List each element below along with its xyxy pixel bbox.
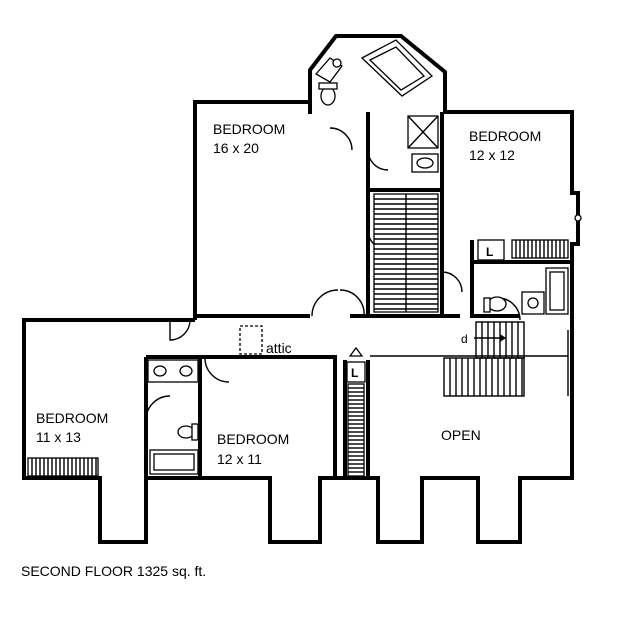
interior-walls [144, 102, 572, 478]
bedroom-ne-name: BEDROOM [469, 128, 541, 144]
closet-shelving [27, 193, 569, 477]
bedroom-w-size: 11 x 13 [36, 429, 81, 445]
stair-down-label: d [461, 332, 468, 346]
master-tub [360, 39, 434, 97]
linen-label-ne: L [486, 245, 493, 259]
floor-caption: SECOND FLOOR 1325 sq. ft. [21, 563, 206, 579]
bedroom-w-name: BEDROOM [36, 410, 108, 426]
attic-hatch [239, 325, 263, 355]
bedroom-s-name: BEDROOM [217, 431, 289, 447]
linen-label-hall: L [351, 366, 358, 380]
room-labels: BEDROOM 16 x 20 BEDROOM 12 x 12 BEDROOM … [36, 121, 541, 467]
bedroom-ne-size: 12 x 12 [469, 147, 515, 163]
bedroom-master-name: BEDROOM [213, 121, 285, 137]
attic-label: attic [266, 340, 292, 356]
open-area-label: OPEN [441, 427, 481, 443]
exterior-walls [22, 34, 580, 544]
ne-toilet [487, 296, 507, 312]
master-toilet [320, 86, 336, 106]
bedroom-s-size: 12 x 11 [217, 451, 262, 467]
linen-closet-ne [477, 239, 505, 261]
bath-fixtures [147, 39, 582, 475]
stairs [370, 321, 569, 397]
bedroom-master-size: 16 x 20 [213, 140, 259, 156]
linen-closet-hall [346, 361, 366, 383]
